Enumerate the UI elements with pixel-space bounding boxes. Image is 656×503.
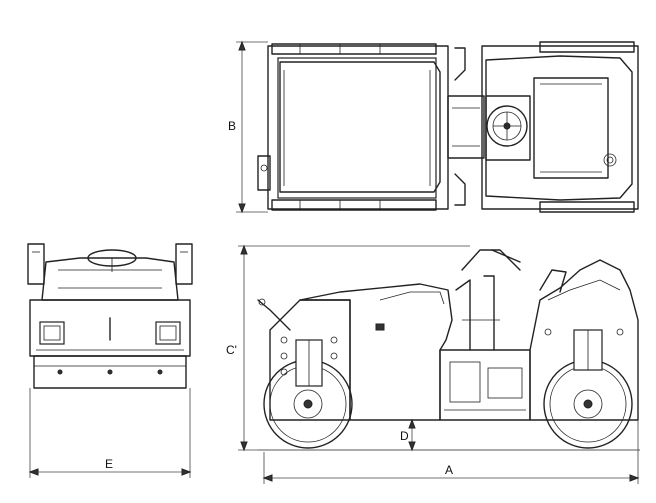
dimension-a-label: A <box>445 463 453 477</box>
dimension-c-prime <box>238 244 470 452</box>
dimension-d <box>408 418 416 452</box>
front-view <box>27 243 193 389</box>
dimension-e <box>28 388 192 478</box>
dimension-a <box>262 420 640 484</box>
dimension-c-prime-label: C' <box>226 343 237 357</box>
dimension-e-label: E <box>105 457 113 471</box>
side-view <box>257 249 640 451</box>
dimension-b-label: B <box>228 119 236 133</box>
top-view <box>257 41 639 213</box>
dimension-b <box>236 40 268 214</box>
dimension-d-label: D <box>400 429 409 443</box>
